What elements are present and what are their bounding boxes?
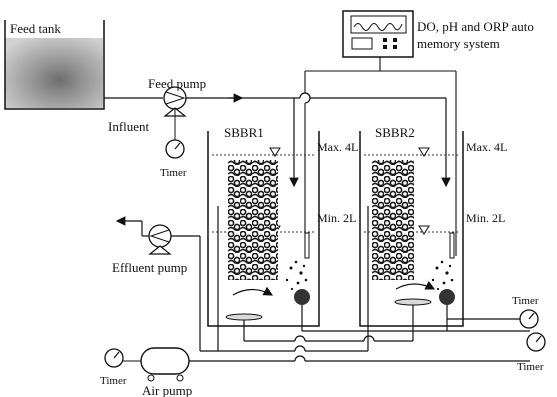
clock-icon — [105, 349, 123, 367]
sensor-probe-2 — [450, 233, 454, 258]
air-pump-label: Air pump — [142, 383, 192, 397]
stir-bar-1 — [294, 289, 310, 305]
clock-icon — [527, 333, 545, 351]
carrier-bundle-1b — [250, 160, 278, 280]
clock-icon — [166, 140, 184, 158]
clock-icon — [520, 310, 538, 328]
reactor-sbbr2 — [360, 131, 463, 326]
feed-timer-label: Timer — [160, 167, 187, 179]
feed-pump-label: Feed pump — [148, 76, 206, 91]
stir-bar-2 — [439, 289, 455, 305]
stirrer-arrow-1 — [233, 290, 272, 296]
reactor2-max-label: Max. 4L — [466, 140, 507, 154]
feed-tank: Feed tank — [5, 20, 104, 109]
sensor-probe-1 — [305, 233, 309, 258]
air-diffuser-1 — [226, 314, 262, 320]
right-timer-bottom-label: Timer — [517, 361, 544, 373]
air-timer-label: Timer — [100, 375, 127, 387]
air-diffuser-2 — [395, 299, 431, 305]
monitor-label-line1: DO, pH and ORP auto — [417, 19, 534, 34]
carrier-bundle-2 — [372, 160, 414, 280]
reactor1-max-label: Max. 4L — [317, 140, 358, 154]
reactor2-min-label: Min. 2L — [466, 211, 505, 225]
stirrer-lines — [302, 305, 530, 331]
effluent-pump-label: Effluent pump — [112, 260, 187, 275]
influent-label: Influent — [108, 119, 150, 134]
air-bubbles-1 — [286, 261, 308, 290]
right-timer-top-label: Timer — [512, 295, 539, 307]
reactor1-label: SBBR1 — [224, 125, 264, 140]
monitor-device — [343, 11, 413, 57]
effluent-pump — [149, 225, 171, 254]
stirrer-arrow-2 — [396, 284, 434, 289]
reactor1-min-label: Min. 2L — [317, 211, 356, 225]
reactor2-label: SBBR2 — [375, 125, 415, 140]
air-bubbles-2 — [432, 261, 454, 290]
air-pump — [123, 348, 189, 381]
feed-pump — [164, 87, 186, 140]
reactor-sbbr1 — [208, 131, 319, 326]
monitor-label-line2: memory system — [417, 36, 500, 51]
feed-tank-label: Feed tank — [10, 21, 61, 36]
